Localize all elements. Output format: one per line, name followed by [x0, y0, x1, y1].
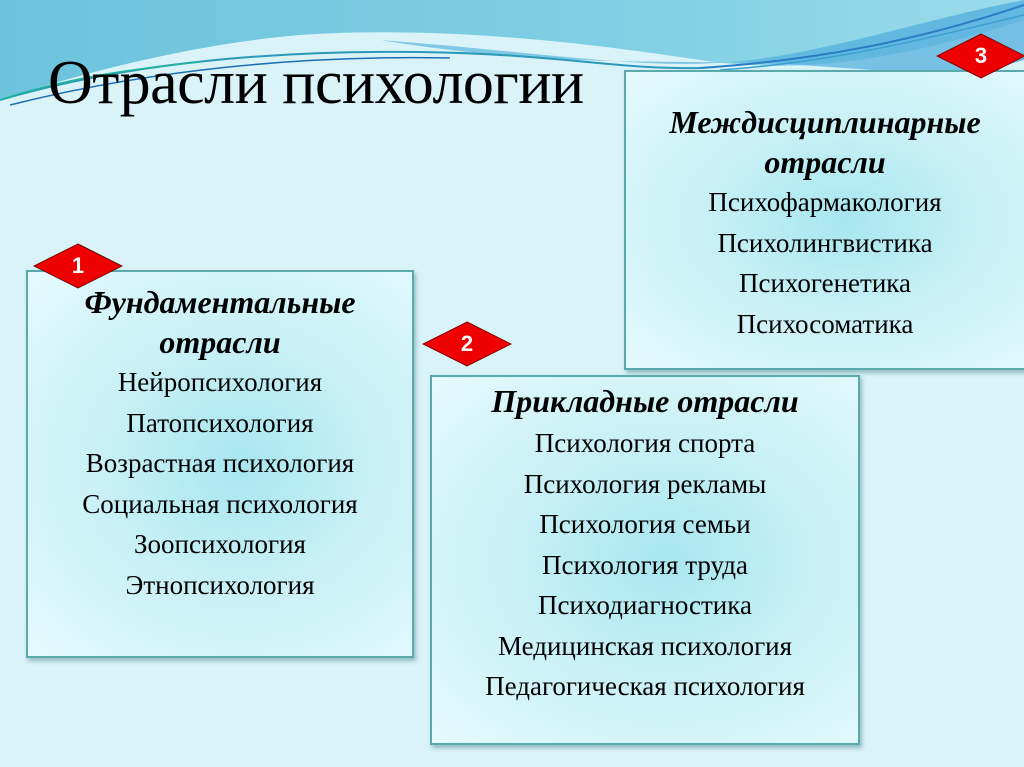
group-heading: Фундаментальные	[84, 284, 356, 320]
group-heading: Междисциплинарные	[669, 104, 981, 140]
list-item: Психология рекламы	[523, 468, 767, 499]
badge-number: 2	[460, 331, 474, 356]
list-item: Патопсихология	[126, 407, 314, 438]
list-item: Педагогическая психология	[485, 671, 805, 701]
red-diamond-icon	[936, 33, 1024, 79]
group-box-fundamental: Фундаментальные отрасли Нейропсихология …	[26, 270, 414, 658]
list-item: Зоопсихология	[134, 529, 306, 559]
list-item: Психология труда	[541, 549, 748, 580]
badge-number: 1	[71, 253, 85, 278]
red-diamond-icon	[33, 243, 123, 289]
list-item: Нейропсихология	[117, 367, 323, 397]
number-badge-1: 1	[33, 243, 123, 289]
slide-title: Отрасли психологии	[48, 49, 584, 117]
list-item: Возрастная психология	[85, 448, 355, 478]
number-badge-2: 2	[422, 321, 512, 367]
group-box-interdisciplinary: Междисциплинарные отрасли Психофармаколо…	[624, 70, 1024, 370]
group-heading: отрасли	[764, 144, 886, 180]
list-item: Психодиагностика	[538, 590, 752, 620]
group-heading: отрасли	[159, 324, 281, 360]
list-item: Психология спорта	[534, 428, 756, 458]
list-item: Этнопсихология	[125, 569, 315, 600]
group-heading: Прикладные отрасли	[491, 383, 799, 419]
list-item: Психология семьи	[539, 509, 751, 539]
list-item: Психолингвистика	[717, 227, 933, 258]
list-item: Психосоматика	[736, 308, 914, 339]
red-diamond-icon	[422, 321, 512, 367]
group-box-applied: Прикладные отрасли Психология спорта Пси…	[430, 375, 860, 745]
list-item: Социальная психология	[82, 488, 358, 519]
list-item: Психофармакология	[708, 187, 942, 217]
list-item: Психогенетика	[739, 268, 911, 298]
list-item: Медицинская психология	[497, 630, 793, 661]
badge-number: 3	[974, 43, 988, 68]
number-badge-3: 3	[936, 33, 1024, 79]
